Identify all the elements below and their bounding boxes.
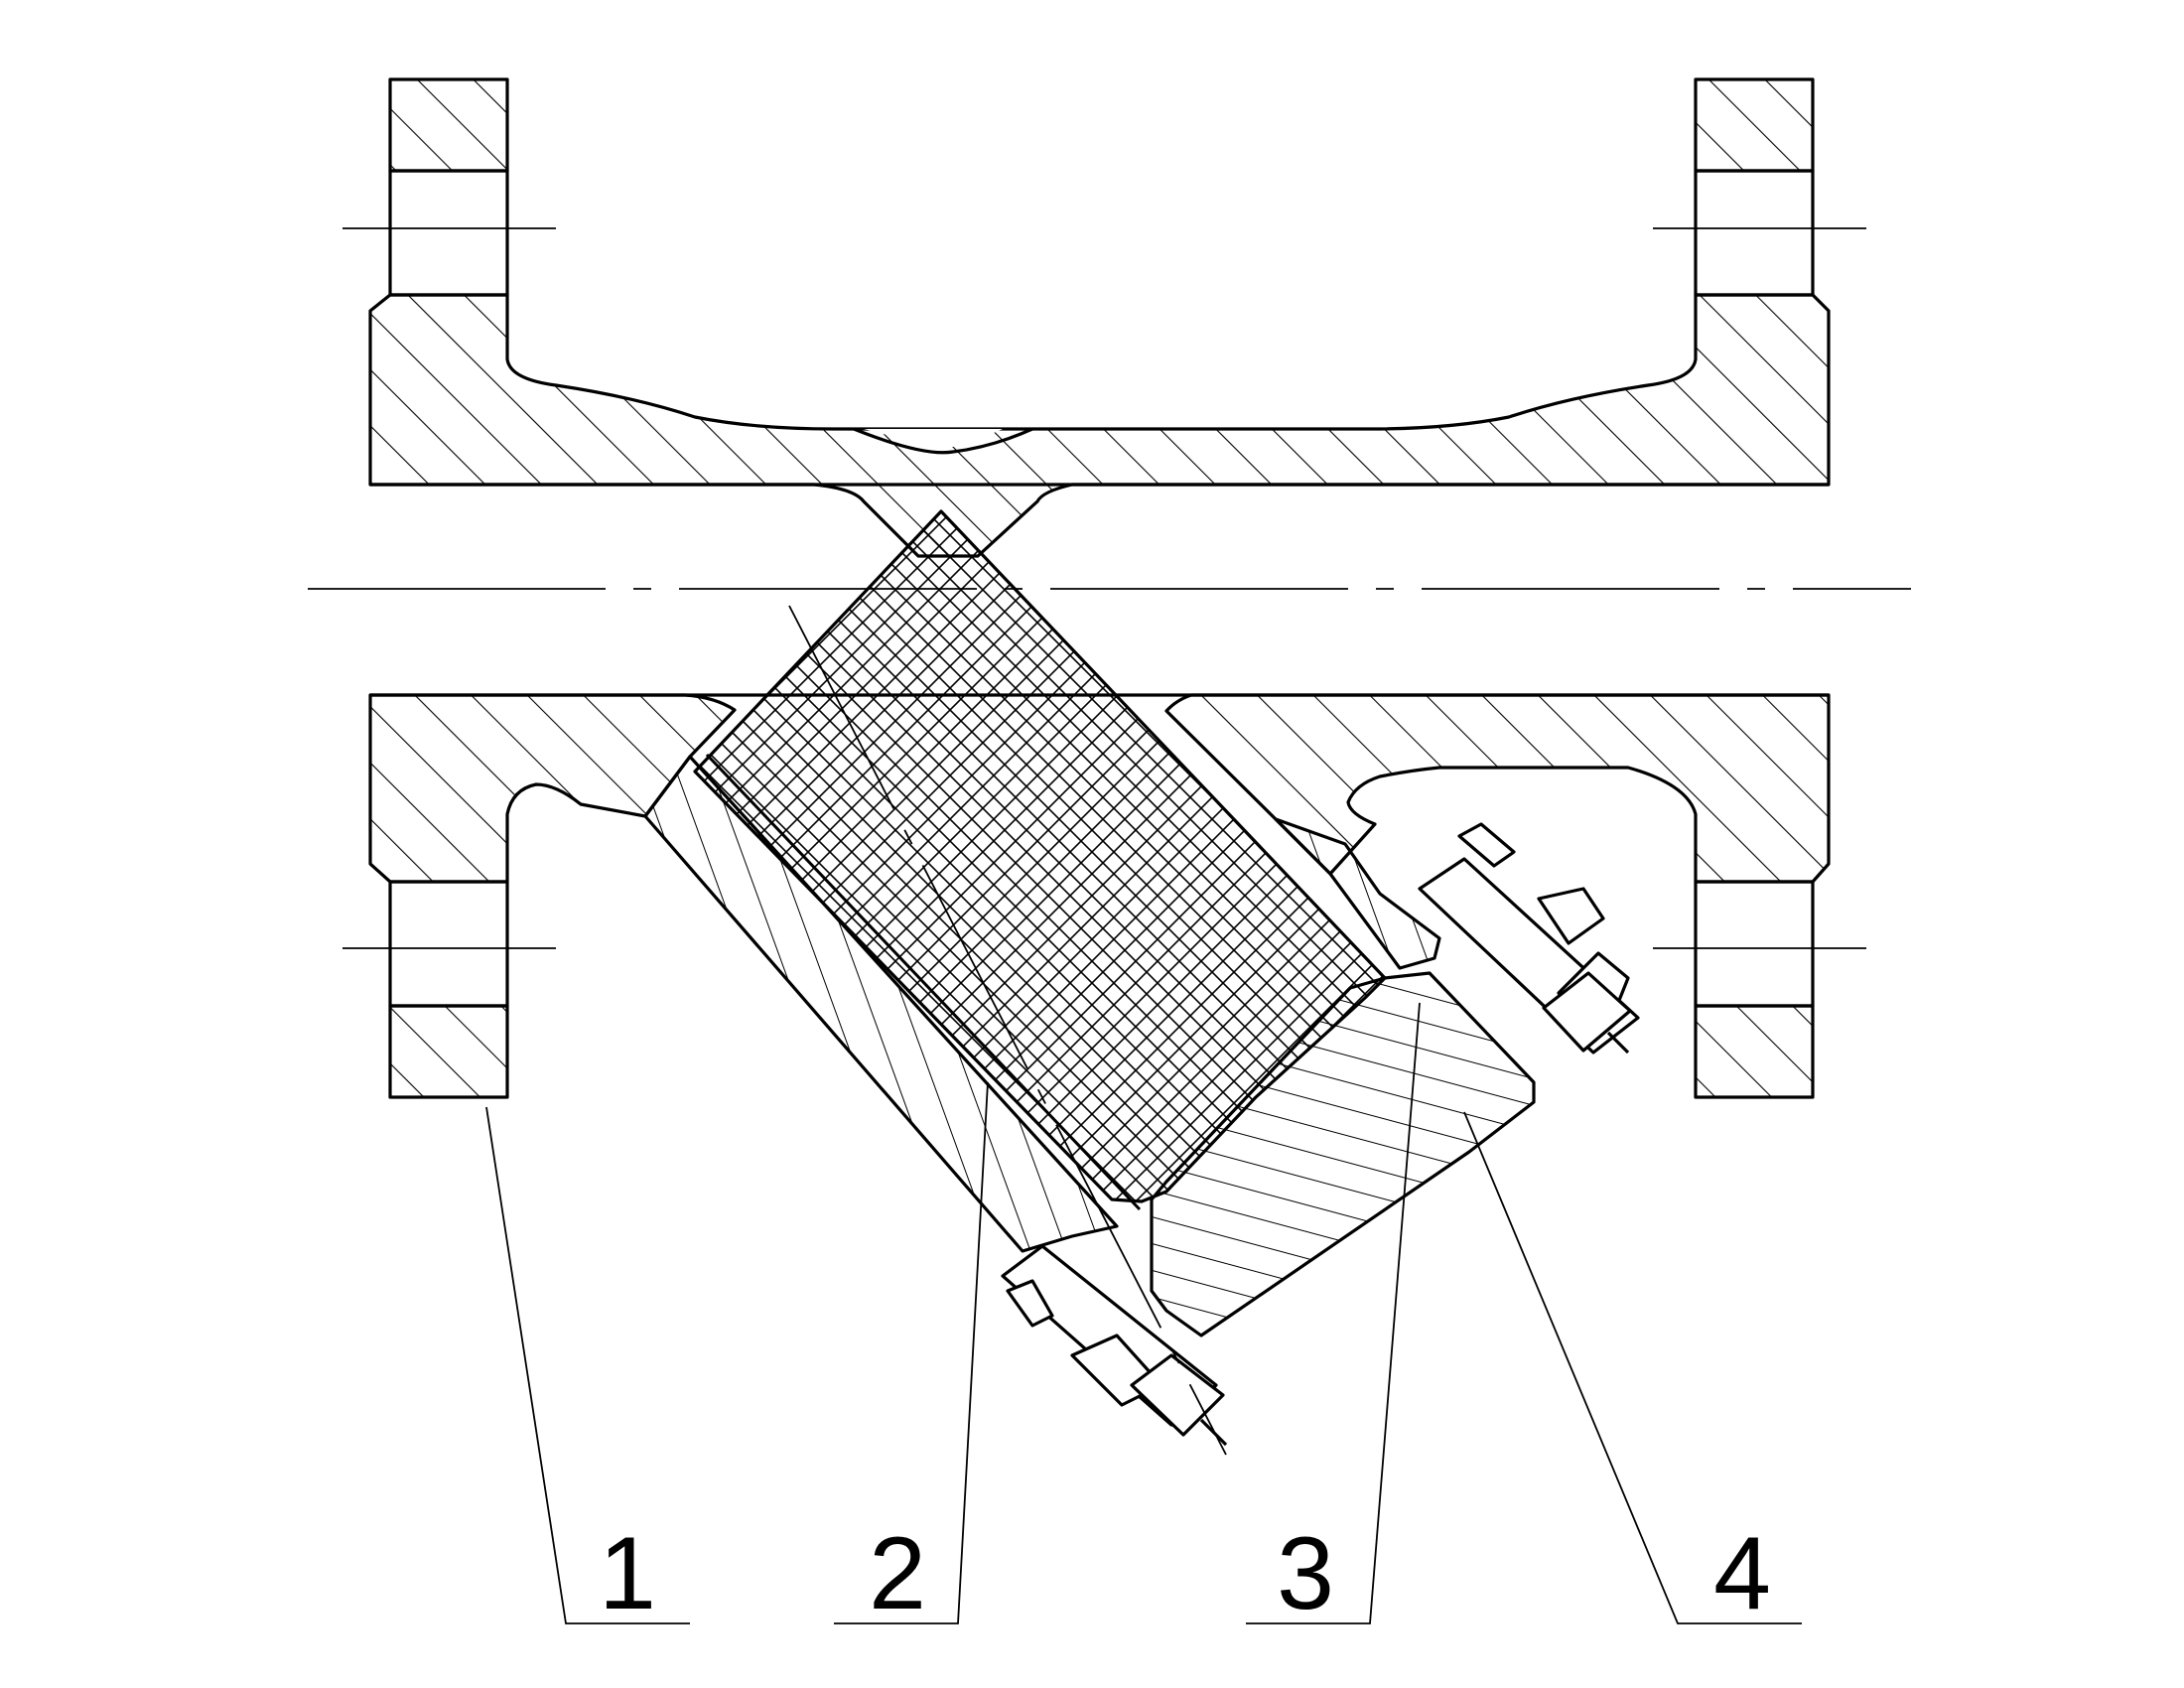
valve-body <box>368 77 1831 1099</box>
screen-inner-line <box>705 753 1142 1211</box>
strainer-centerline <box>788 605 1227 1456</box>
leader-line-3 <box>1246 1002 1421 1624</box>
right-flange-bolt-hole-bottom <box>1694 880 1815 1008</box>
upper-wall-seat-curve <box>864 429 1003 449</box>
strainer-assembly <box>643 509 1640 1447</box>
lower-wall <box>368 693 737 884</box>
right-flange-bottom-block <box>1694 1004 1815 1099</box>
left-flange-bottom-block <box>388 1004 509 1099</box>
bolt-lower-left <box>1001 1244 1228 1447</box>
leader-line-1 <box>485 1106 690 1624</box>
lower-wall-right <box>1164 693 1831 884</box>
upper-wall <box>368 293 1831 558</box>
strainer-right-wall <box>1274 817 1441 970</box>
left-flange-bolt-hole-bottom <box>388 880 509 1008</box>
leader-lines <box>485 1002 1802 1624</box>
strainer-leg-wall <box>643 755 1119 1253</box>
right-flange-bolt-hole-top <box>1694 169 1815 297</box>
callout-number-3: 3 <box>1277 1516 1334 1631</box>
callout-number-2: 2 <box>869 1516 926 1631</box>
strainer-cover <box>1150 971 1536 1337</box>
callout-number-4: 4 <box>1713 1516 1771 1631</box>
callouts: 1 2 3 4 <box>599 1516 1771 1631</box>
bolt-upper-right <box>1418 822 1640 1055</box>
leader-line-2 <box>834 1081 989 1624</box>
callout-number-1: 1 <box>599 1516 656 1631</box>
leader-line-4 <box>1463 1111 1802 1624</box>
left-flange-top-block <box>388 77 509 173</box>
upper-wall-seat-line <box>853 427 1033 455</box>
left-flange-bolt-hole-top <box>388 169 509 297</box>
right-flange-top-block <box>1694 77 1815 173</box>
centerlines <box>308 227 1911 1456</box>
